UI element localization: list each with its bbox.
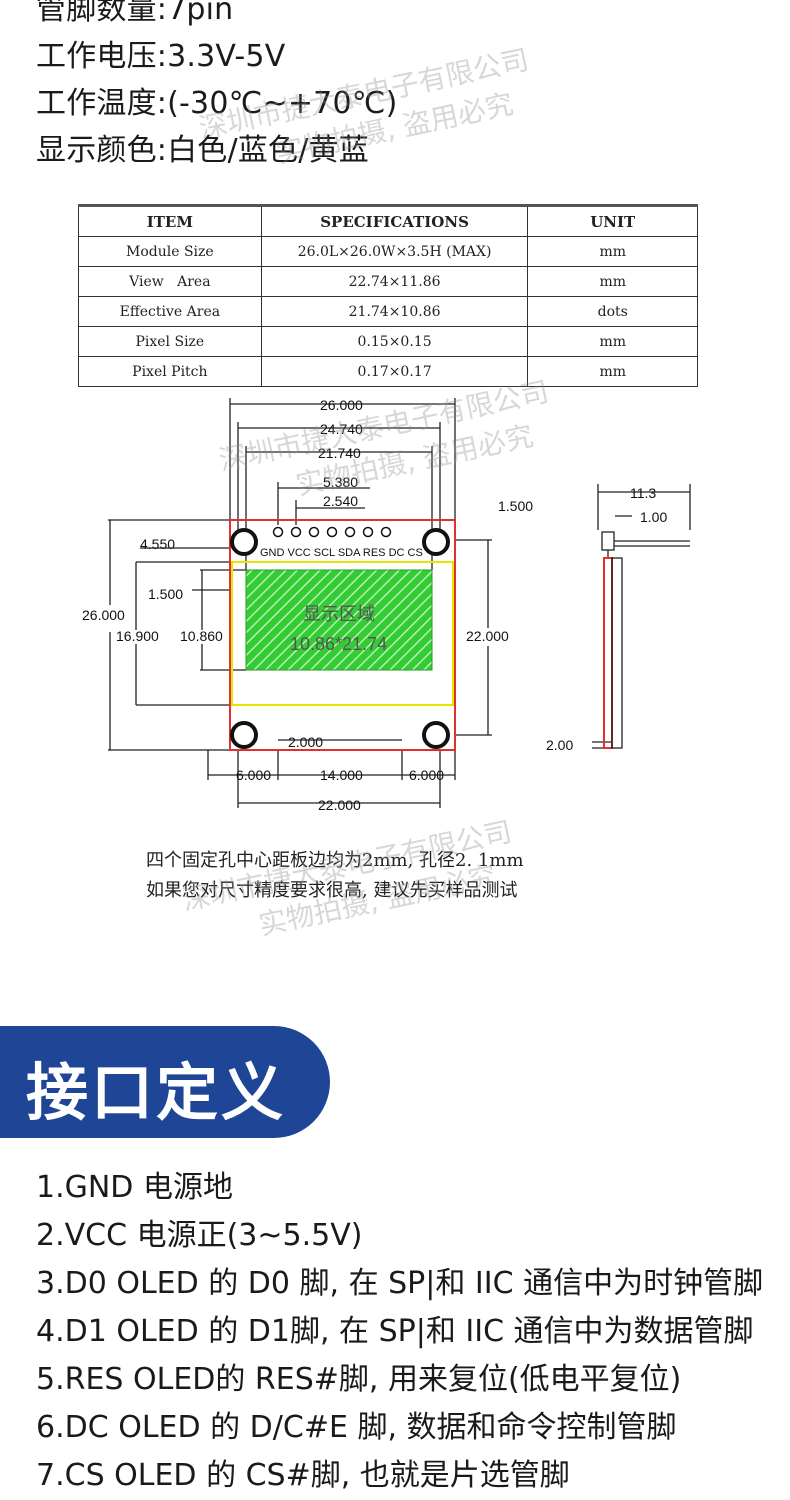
dim-edge-offset: 1.500 xyxy=(148,586,183,602)
dim-view-height: 10.860 xyxy=(180,628,223,644)
list-item: 2.VCC 电源正(3~5.5V) xyxy=(36,1218,363,1253)
table-cell-item: Pixel Size xyxy=(78,326,262,357)
table-cell-unit: mm xyxy=(527,236,698,267)
dim-bottom-tab: 2.000 xyxy=(288,734,323,750)
dimension-drawing: 26.000 24.740 21.740 5.380 2.540 1.500 4… xyxy=(82,397,691,813)
table-header-spec: SPECIFICATIONS xyxy=(260,204,529,237)
spec-table: ITEM SPECIFICATIONS UNIT Module Size 26.… xyxy=(78,204,698,387)
dim-side-width: 11.3 xyxy=(630,485,656,501)
drawing-notes: 四个固定孔中心距板边均为2mm, 孔径2. 1mm 如果您对尺寸精度要求很高, … xyxy=(146,846,524,906)
table-cell-item: Module Size xyxy=(78,236,262,267)
table-cell-spec: 22.74×11.86 xyxy=(260,266,529,297)
list-item: 6.DC OLED 的 D/C#E 脚, 数据和命令控制管脚 xyxy=(36,1410,677,1445)
table-cell-spec: 0.15×0.15 xyxy=(260,326,529,357)
dim-right-height: 22.000 xyxy=(466,628,509,644)
dim-bottom-mid: 14.000 xyxy=(320,767,363,783)
pin-definitions: 1.GND 电源地 2.VCC 电源正(3~5.5V) 3.D0 OLED 的 … xyxy=(36,1164,763,1500)
list-item: 3.D0 OLED 的 D0 脚, 在 SP|和 IIC 通信中为时钟管脚 xyxy=(36,1266,764,1301)
list-item: 5.RES OLED的 RES#脚, 用来复位(低电平复位) xyxy=(36,1362,682,1397)
table-header-item: ITEM xyxy=(78,204,262,237)
section-title: 接口定义 xyxy=(26,1056,287,1129)
spec-pin-count: 管脚数量:7pin xyxy=(36,0,234,27)
table-cell-unit: mm xyxy=(527,266,698,297)
dim-total-width: 26.000 xyxy=(320,397,363,413)
dim-view-width: 21.740 xyxy=(318,445,361,461)
table-cell-spec: 26.0L×26.0W×3.5H (MAX) xyxy=(260,236,529,267)
dim-side-thick: 1.500 xyxy=(498,498,533,514)
spec-voltage: 工作电压:3.3V-5V xyxy=(36,39,286,74)
table-cell-item: Pixel Pitch xyxy=(78,356,262,387)
note-line-2: 如果您对尺寸精度要求很高, 建议先买样品测试 xyxy=(146,880,518,901)
dim-side-pin: 1.00 xyxy=(640,509,667,525)
dim-pin-span: 5.380 xyxy=(323,474,358,490)
dim-bottom-right: 6.000 xyxy=(409,767,444,783)
list-item: 4.D1 OLED 的 D1脚, 在 SP|和 IIC 通信中为数据管脚 xyxy=(36,1314,754,1349)
spec-temperature: 工作温度:(-30℃~+70℃) xyxy=(36,86,398,121)
table-row: View Area 22.74×11.86 mm xyxy=(78,266,698,297)
dim-bottom-total: 22.000 xyxy=(318,797,361,813)
dim-inner-height: 16.900 xyxy=(116,628,159,644)
display-area-label: 显示区域 xyxy=(303,604,375,624)
table-cell-spec: 0.17×0.17 xyxy=(260,356,529,387)
note-line-1: 四个固定孔中心距板边均为2mm, 孔径2. 1mm xyxy=(146,850,524,871)
pin-labels: GND VCC SCL SDA RES DC CS xyxy=(260,547,423,559)
dim-side-bottom: 2.00 xyxy=(546,737,573,753)
list-item: 7.CS OLED 的 CS#脚, 也就是片选管脚 xyxy=(36,1458,570,1493)
dim-bottom-left: 6.000 xyxy=(236,767,271,783)
table-row: Module Size 26.0L×26.0W×3.5H (MAX) mm xyxy=(78,236,698,267)
dim-top-margin: 4.550 xyxy=(140,536,175,552)
spec-colors: 显示颜色:白色/蓝色/黄蓝 xyxy=(36,133,369,168)
dim-total-height: 26.000 xyxy=(82,607,125,623)
table-cell-spec: 21.74×10.86 xyxy=(260,296,529,327)
table-cell-unit: mm xyxy=(527,326,698,357)
table-row: Pixel Pitch 0.17×0.17 mm xyxy=(78,356,698,387)
display-area-size: 10.86*21.74 xyxy=(290,634,387,654)
table-cell-item: View Area xyxy=(78,266,262,297)
table-cell-item: Effective Area xyxy=(78,296,262,327)
dim-pin-pitch: 2.540 xyxy=(323,493,358,509)
table-header-unit: UNIT xyxy=(527,204,698,237)
table-header-row: ITEM SPECIFICATIONS UNIT xyxy=(78,204,698,237)
table-cell-unit: mm xyxy=(527,356,698,387)
dim-hole-span: 24.740 xyxy=(320,421,363,437)
table-row: Pixel Size 0.15×0.15 mm xyxy=(78,326,698,357)
table-cell-unit: dots xyxy=(527,296,698,327)
list-item: 1.GND 电源地 xyxy=(36,1170,233,1205)
section-banner: 接口定义 xyxy=(0,1026,330,1138)
spec-list: 管脚数量:7pin 工作电压:3.3V-5V 工作温度:(-30℃~+70℃) … xyxy=(36,0,398,174)
table-row: Effective Area 21.74×10.86 dots xyxy=(78,296,698,327)
